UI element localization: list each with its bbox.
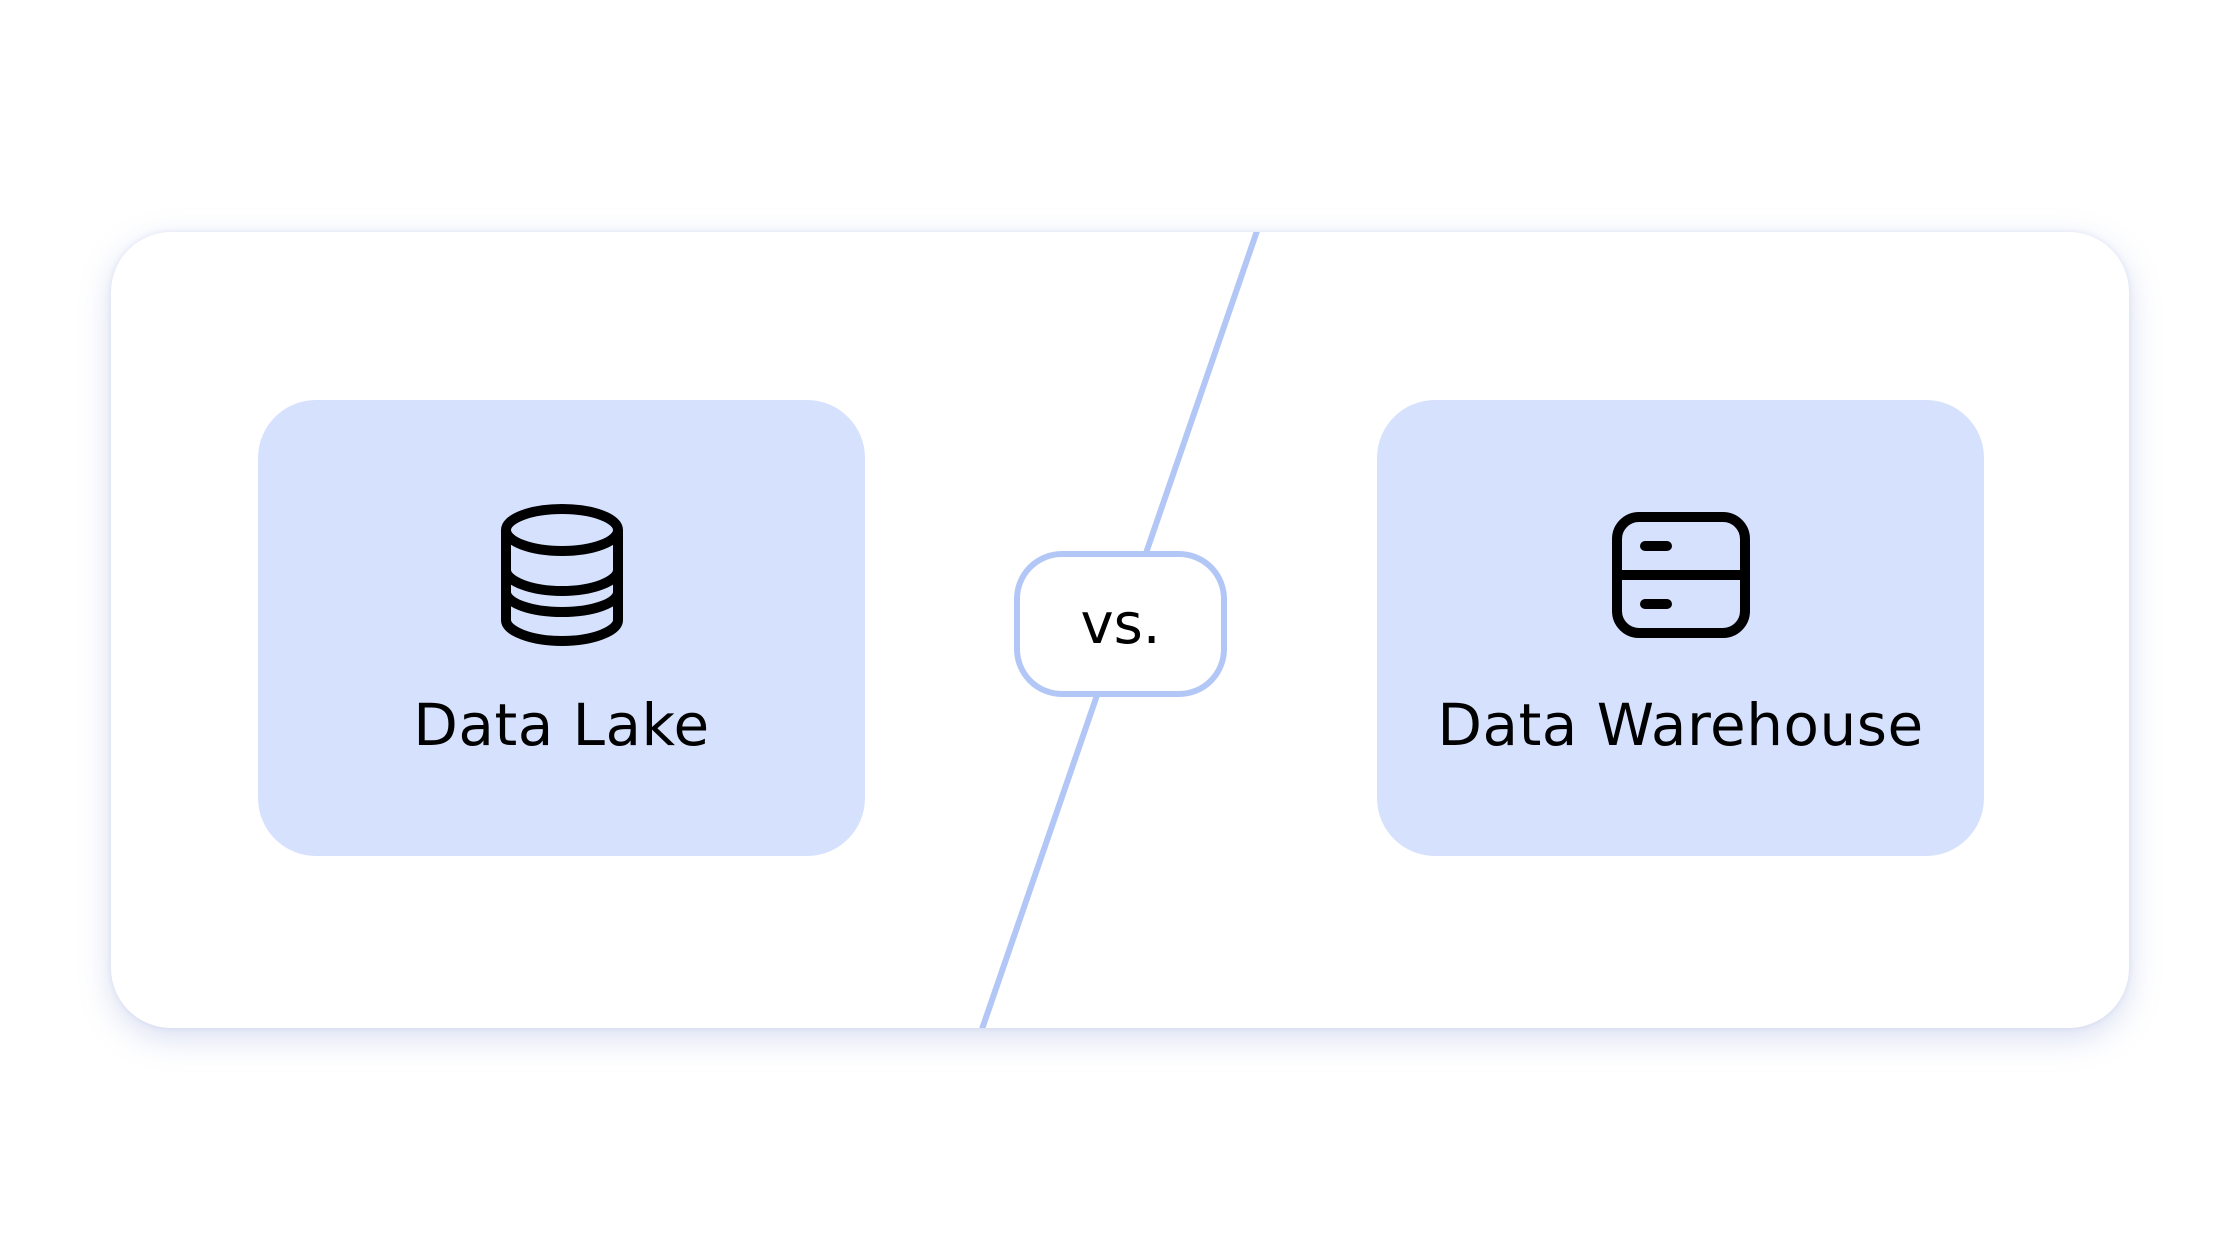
data-lake-panel: Data Lake [258, 400, 865, 856]
data-warehouse-panel: Data Warehouse [1377, 400, 1984, 856]
vs-badge: vs. [1014, 551, 1227, 697]
database-icon [492, 500, 632, 650]
data-lake-label: Data Lake [413, 691, 710, 759]
comparison-card: Data Lake Data Warehouse vs. [111, 232, 2129, 1028]
server-drawers-icon [1611, 500, 1751, 650]
data-warehouse-label: Data Warehouse [1437, 691, 1924, 759]
